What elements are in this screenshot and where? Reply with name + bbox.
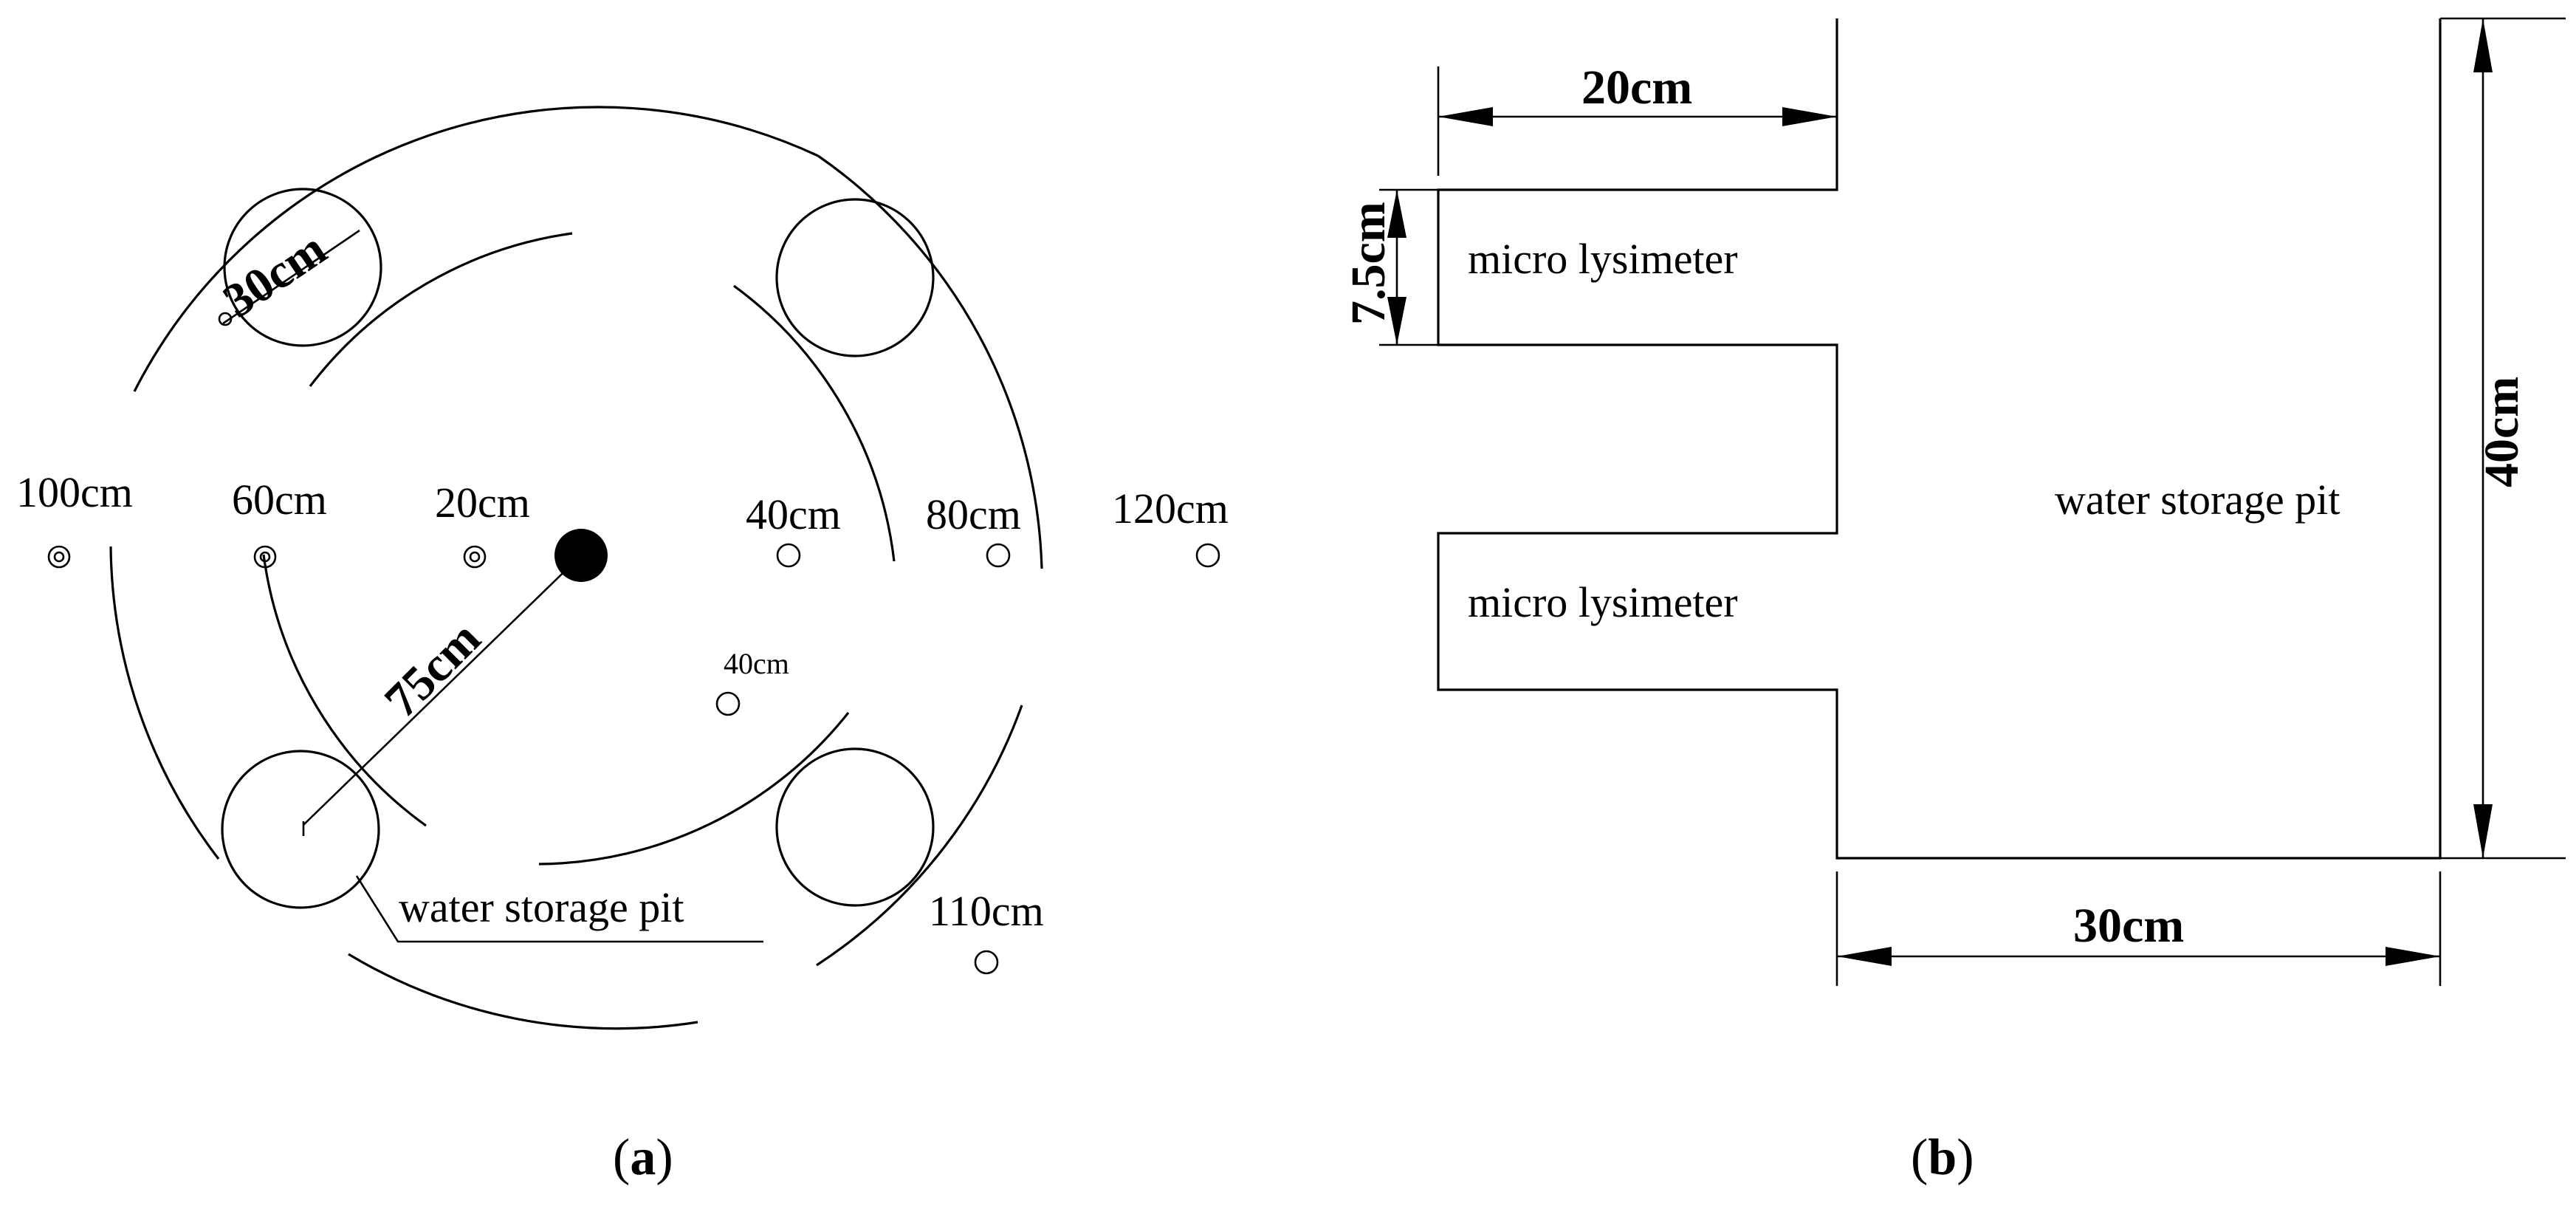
panel-b-caption: (b) [1911, 1129, 1974, 1186]
bottom-width-label: 30cm [2073, 899, 2184, 953]
arc-ring [816, 705, 1023, 967]
lysimeter-label: micro lysimeter [1468, 578, 1738, 626]
sampling-point-40cm [776, 543, 801, 568]
lysimeter-circle [775, 747, 935, 907]
pit-leader-line [355, 875, 763, 943]
top-width-dimension: 20cm [1437, 61, 1837, 176]
arc-ring [348, 953, 698, 1030]
sampling-point-60cm [253, 545, 277, 569]
distance-label: 100cm [16, 468, 133, 516]
lysimeter-circles [221, 188, 935, 909]
panel-a-caption: (a) [613, 1129, 673, 1186]
arc-ring [133, 106, 819, 392]
lysimeter-height-label: 7.5cm [1342, 202, 1395, 325]
panel-a-plan-view: 30cm 75cm water storage pit [16, 106, 1229, 1186]
arc-ring [733, 284, 896, 562]
sampling-point-80cm [986, 543, 1011, 568]
distance-label: 110cm [929, 887, 1044, 935]
radius-dimension: 75cm [302, 555, 582, 836]
arc-ring [538, 712, 850, 866]
arc-ring [309, 232, 573, 387]
lysimeter-label: micro lysimeter [1468, 235, 1738, 283]
arc-ring [109, 546, 220, 860]
distance-label: 20cm [435, 479, 530, 527]
sampling-point-40cm-diagonal [715, 691, 741, 716]
top-width-label: 20cm [1581, 61, 1692, 114]
lysimeter-height-dimension: 7.5cm [1342, 188, 1438, 346]
panel-b-section-view: 20cm 7.5cm 40cm 30cm [1342, 17, 2566, 1186]
arc-ring [817, 154, 1043, 569]
distance-label: 40cm [724, 647, 789, 680]
profile-outline [1437, 18, 2442, 860]
distance-label: 40cm [746, 490, 841, 538]
arc-ring [262, 554, 427, 827]
lysimeter-circle [221, 750, 380, 909]
sampling-point-20cm [463, 545, 487, 569]
distance-label: 60cm [232, 476, 327, 524]
lysimeter-circle [223, 188, 382, 347]
sampling-points [47, 543, 1220, 975]
arc-rings [109, 106, 1043, 1030]
radius-label: 75cm [374, 611, 491, 728]
lysimeter-circle [775, 198, 935, 357]
total-height-label: 40cm [2475, 377, 2529, 487]
diameter-dimension: 30cm [214, 222, 360, 329]
pit-label: water storage pit [399, 883, 684, 931]
total-height-dimension: 40cm [2440, 17, 2566, 860]
sampling-point-110cm [974, 950, 999, 975]
diameter-label: 30cm [214, 222, 336, 329]
distance-label: 80cm [926, 490, 1021, 538]
pit-label: water storage pit [2055, 476, 2340, 524]
bottom-width-dimension: 30cm [1835, 871, 2442, 986]
distance-label: 120cm [1112, 484, 1229, 532]
sampling-point-100cm [47, 545, 71, 569]
distance-labels: 100cm 60cm 20cm 40cm 80cm 120cm 40cm 110… [16, 468, 1229, 935]
sampling-point-120cm [1195, 543, 1220, 568]
